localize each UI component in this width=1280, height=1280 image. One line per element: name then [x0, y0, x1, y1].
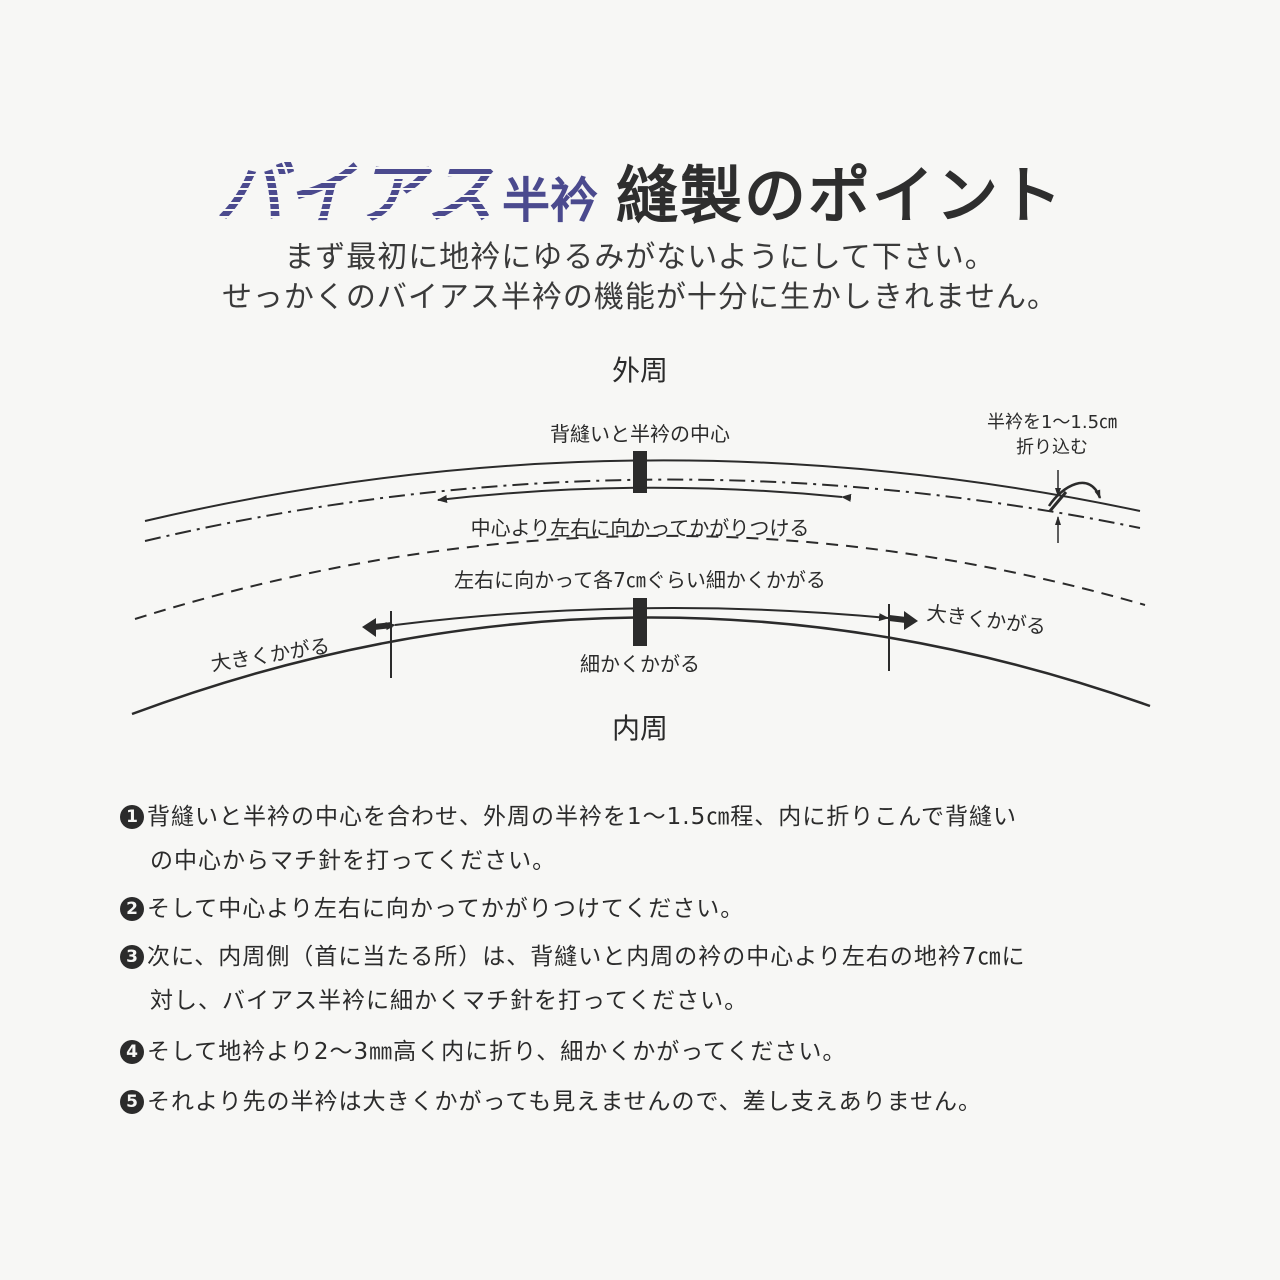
fine7-label: 左右に向かって各7㎝ぐらい細かくかがる [454, 568, 826, 592]
fold-slash [1048, 491, 1068, 512]
center-mark-top [633, 451, 647, 493]
big-right-label: 大きくかがる [925, 601, 1047, 639]
step-number-1: 1 [120, 805, 144, 829]
big-left-arrowhead [362, 618, 376, 637]
step-number-2: 2 [120, 897, 144, 921]
fine-label: 細かくかがる [580, 652, 700, 676]
step-3-line-2: 対し、バイアス半衿に細かくマチ針を打ってください。 [150, 988, 749, 1014]
center-label: 背縫いと半衿の中心 [550, 422, 730, 446]
title-bias-text: バイアス [215, 155, 496, 234]
title-han-text: 半衿 [501, 173, 598, 229]
step-1-line-2: の中心からマチ針を打ってください。 [150, 848, 557, 874]
outer-label: 外周 [612, 354, 668, 387]
title-main-text: 縫製のポイント [616, 159, 1065, 232]
fold-curl-icon [1047, 481, 1102, 507]
collar-diagram: 外周 背縫いと半衿の中心 中心より左右に向かってかがりつける 左右に向かって各7… [131, 354, 1151, 745]
big-right-arrow [888, 615, 907, 623]
step-number-4: 4 [120, 1040, 144, 1064]
center-mark-bottom [633, 598, 647, 646]
big-left-arrow [373, 622, 393, 630]
page-title: バイアス半衿縫製のポイント [0, 138, 1280, 237]
fold-label-line-1: 半衿を1～1.5㎝ [987, 412, 1117, 433]
step-number-5: 5 [120, 1090, 144, 1114]
step-1-line-1: 背縫いと半衿の中心を合わせ、外周の半衿を1～1.5㎝程、内に折りこんで背縫い [147, 804, 1018, 830]
big-right-arrowhead [904, 611, 918, 630]
step-number-3: 3 [120, 945, 144, 969]
step-5-line-1: それより先の半衿は大きくかがっても見えませんので、差し支えありません。 [147, 1089, 982, 1115]
step-3-line-1: 次に、内周側（首に当たる所）は、背縫いと内周の衿の中心より左右の地衿7㎝に [147, 944, 1026, 970]
attach-arrow [437, 486, 852, 503]
step-2-line-1: そして中心より左右に向かってかがりつけてください。 [147, 896, 745, 922]
step-4-line-1: そして地衿より2～3㎜高く内に折り、細かくかがってください。 [147, 1039, 847, 1065]
inner-label: 内周 [612, 712, 668, 745]
fold-label-line-2: 折り込む [1016, 437, 1088, 458]
intro-line-1: まず最初に地衿にゆるみがないようにして下さい。 [284, 240, 996, 275]
fine-arrow [385, 607, 889, 631]
attach-label: 中心より左右に向かってかがりつける [471, 516, 810, 540]
intro-line-2: せっかくのバイアス半衿の機能が十分に生かしきれません。 [221, 280, 1059, 315]
